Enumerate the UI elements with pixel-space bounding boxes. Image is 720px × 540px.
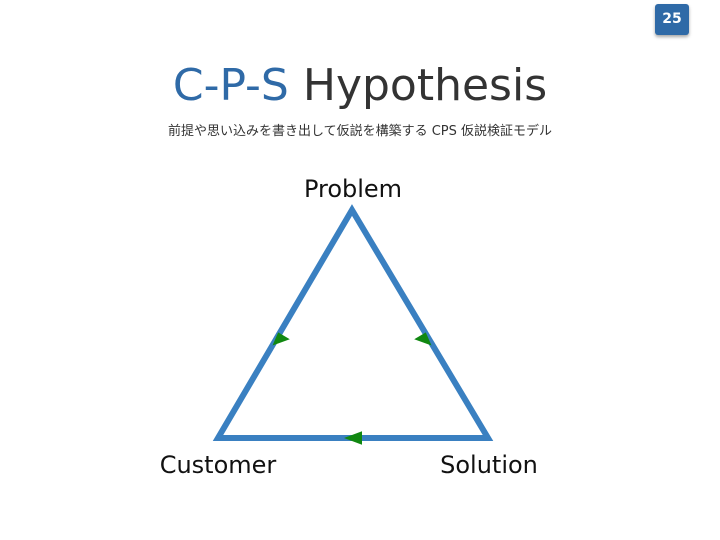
slide-subtitle: 前提や思い込みを書き出して仮説を構築する CPS 仮説検証モデル [167, 124, 553, 139]
slide-title: C-P-S Hypothesis [0, 58, 720, 114]
node-label-solution: Solution [440, 451, 538, 479]
node-label-problem: Problem [304, 175, 402, 203]
title-accent: C-P-S [172, 60, 289, 111]
arrow-problem-to-solution [414, 332, 432, 346]
cps-triangle [212, 204, 494, 441]
page-number-badge: 25 [655, 4, 689, 35]
arrow-solution-to-customer [344, 431, 362, 445]
node-label-customer: Customer [160, 451, 277, 479]
arrow-customer-to-problem [272, 332, 290, 346]
title-rest: Hypothesis [302, 60, 548, 111]
